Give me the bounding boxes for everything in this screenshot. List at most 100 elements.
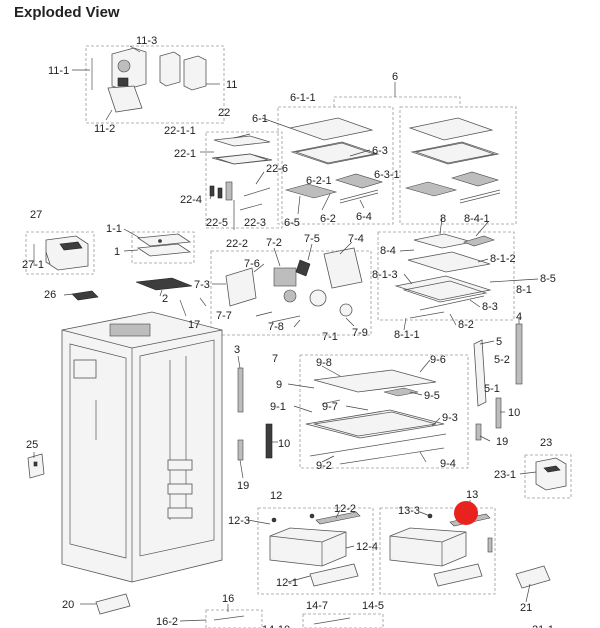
label-26: 26: [44, 289, 56, 301]
label-13: 13: [466, 489, 478, 501]
label-2: 2: [162, 293, 168, 305]
label-10-left: 10: [278, 438, 290, 450]
label-6-5: 6-5: [284, 217, 300, 229]
callout-labels: 11-1 11-3 11 11-2 6 6-1-1 6-1 6-3 6-2-1 …: [22, 35, 556, 628]
shelf-assembly-22: [209, 135, 273, 211]
label-13-3: 13-3: [398, 505, 420, 517]
label-7-5: 7-5: [304, 233, 320, 245]
label-7-3: 7-3: [194, 279, 210, 291]
label-5: 5: [496, 336, 502, 348]
assembly-box-7: [210, 250, 372, 336]
label-10-right: 10: [508, 407, 520, 419]
label-17: 17: [188, 319, 200, 331]
label-9-6: 9-6: [430, 354, 446, 366]
label-23-1: 23-1: [494, 469, 516, 481]
label-22-1-1: 22-1-1: [164, 125, 196, 137]
ice-bucket-27: [33, 235, 89, 271]
label-6: 6: [392, 71, 398, 83]
label-21: 21: [520, 602, 532, 614]
shelf-assembly-9: [305, 369, 447, 465]
label-6-1: 6-1: [252, 113, 268, 125]
label-22-6: 22-6: [266, 163, 288, 175]
label-4: 4: [516, 311, 522, 323]
assembly-box-11: [85, 45, 225, 124]
assembly-box-6-right: [399, 106, 517, 225]
label-8-4: 8-4: [380, 245, 396, 257]
shelf-assembly-8: [394, 233, 495, 319]
label-7-9: 7-9: [352, 327, 368, 339]
label-5-2: 5-2: [494, 354, 510, 366]
label-7-2: 7-2: [266, 237, 282, 249]
assembly-box-6-left: [277, 106, 394, 225]
label-22-4: 22-4: [180, 194, 202, 206]
label-12-1: 12-1: [276, 577, 298, 589]
assembly-box-13: [379, 507, 496, 595]
label-19-right: 19: [496, 436, 508, 448]
label-9-2: 9-2: [316, 460, 332, 472]
label-6-4: 6-4: [356, 211, 372, 223]
label-9: 9: [276, 379, 282, 391]
label-1: 1: [114, 246, 120, 258]
label-9-8: 9-8: [316, 357, 332, 369]
red-marker-dot: [454, 501, 478, 525]
label-7-8: 7-8: [268, 321, 284, 333]
label-8-4-1: 8-4-1: [464, 213, 490, 225]
label-22-5: 22-5: [206, 217, 228, 229]
label-9-3: 9-3: [442, 412, 458, 424]
label-7-4: 7-4: [348, 233, 364, 245]
control-assembly-7: [199, 247, 363, 323]
label-7-1: 7-1: [322, 331, 338, 343]
label-3: 3: [234, 344, 240, 356]
assembly-box-22: [205, 131, 283, 229]
label-6-2-1: 6-2-1: [306, 175, 332, 187]
assembly-box-16: [205, 609, 263, 628]
label-5-1: 5-1: [484, 383, 500, 395]
label-22-2: 22-2: [226, 238, 248, 250]
parts-1-2-26: [71, 233, 193, 317]
label-16: 16: [222, 593, 234, 605]
label-11: 11: [226, 79, 237, 91]
label-23: 23: [540, 437, 552, 449]
shelf-assembly-6-left: [284, 117, 384, 204]
label-11-3: 11-3: [136, 35, 157, 47]
label-14-7: 14-7: [306, 600, 328, 612]
label-22-1: 22-1: [174, 148, 196, 160]
label-11-1: 11-1: [48, 65, 69, 77]
label-9-1: 9-1: [270, 401, 286, 413]
label-8-3: 8-3: [482, 301, 498, 313]
lower-parts: [95, 565, 551, 625]
label-12-3: 12-3: [228, 515, 250, 527]
label-22-3: 22-3: [244, 217, 266, 229]
label-25: 25: [26, 439, 38, 451]
drawer-13: [389, 513, 493, 587]
drawer-12: [269, 511, 361, 587]
label-20: 20: [62, 599, 74, 611]
label-27-1: 27-1: [22, 259, 44, 271]
label-14-10: 14-10: [262, 624, 290, 628]
label-12-4: 12-4: [356, 541, 378, 553]
label-16-2: 16-2: [156, 616, 178, 628]
label-12: 12: [270, 490, 282, 502]
label-27: 27: [30, 209, 42, 221]
label-8-5: 8-5: [540, 273, 556, 285]
label-8-1-2: 8-1-2: [490, 253, 516, 265]
label-9-7: 9-7: [322, 401, 338, 413]
label-6-1-1: 6-1-1: [290, 92, 316, 104]
label-6-2: 6-2: [320, 213, 336, 225]
shelf-assembly-6-right: [404, 117, 501, 204]
ice-maker-assembly: [91, 47, 207, 113]
bracket-25: [27, 453, 45, 479]
label-9-5: 9-5: [424, 390, 440, 402]
label-1-1: 1-1: [106, 223, 122, 235]
page-title: Exploded View: [14, 4, 120, 21]
rails-and-brackets: [237, 323, 523, 461]
label-6-3-1: 6-3-1: [374, 169, 400, 181]
assembly-box-14: [302, 613, 384, 628]
label-21-1: 21-1: [532, 624, 554, 628]
label-11-2: 11-2: [94, 123, 115, 135]
leader-lines: [33, 45, 539, 622]
label-7-7: 7-7: [216, 310, 232, 322]
bracket-6: [333, 96, 461, 107]
label-8: 8: [440, 213, 446, 225]
